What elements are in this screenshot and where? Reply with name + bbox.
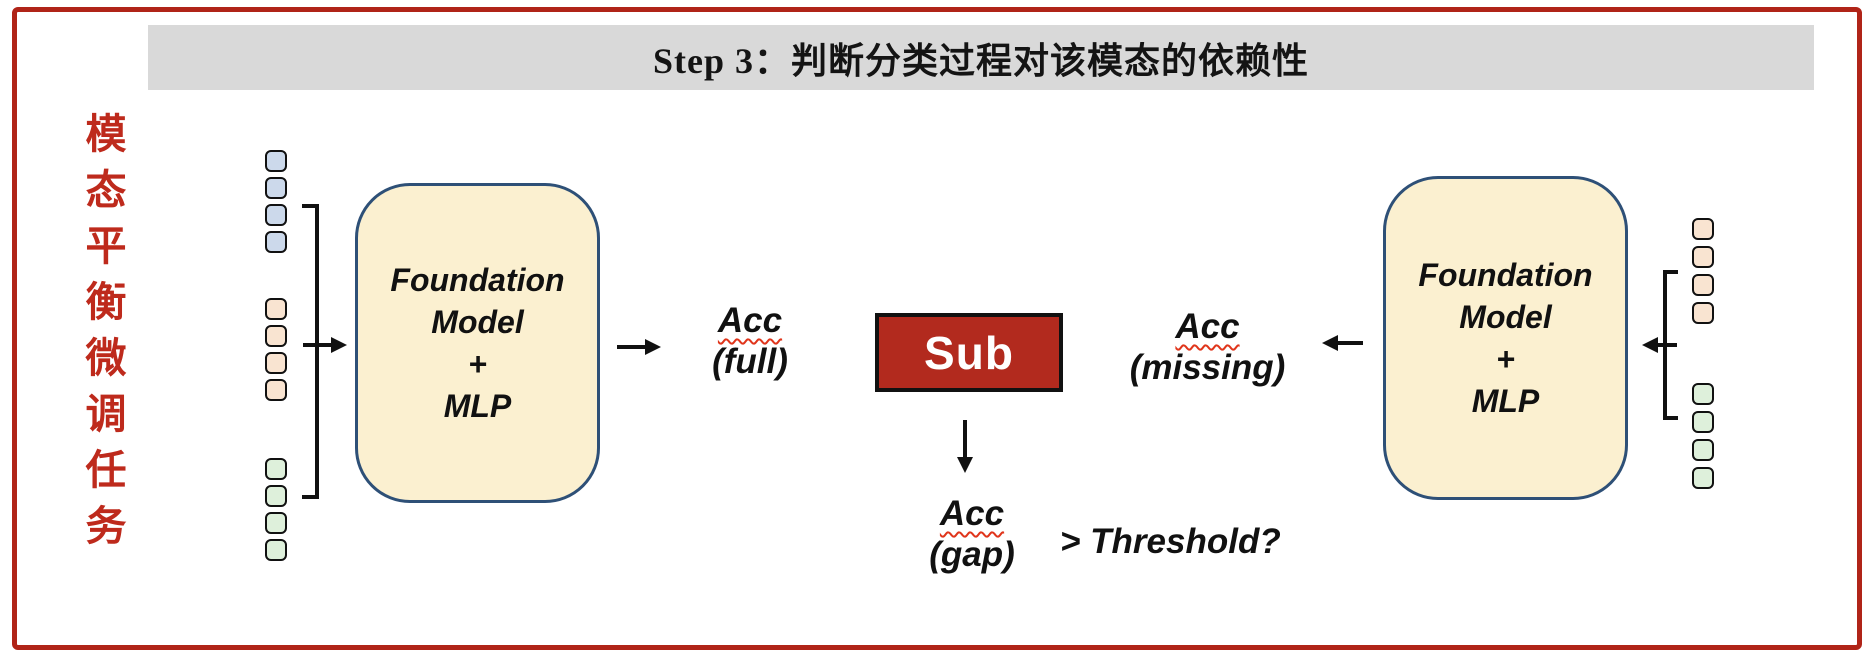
token-green	[1692, 383, 1714, 405]
model-line: Foundation	[1418, 257, 1593, 293]
model-line: Foundation	[390, 262, 565, 298]
acc-full-word: Acc	[717, 301, 783, 340]
acc-missing-word: Acc	[1175, 307, 1240, 346]
token-green	[265, 512, 287, 534]
model-line: +	[468, 346, 487, 382]
outer-frame	[12, 7, 1862, 650]
token-green	[265, 539, 287, 561]
token-blue	[265, 177, 287, 199]
model-line: MLP	[1471, 383, 1540, 419]
model-line: Model	[1459, 299, 1552, 335]
right-token-column	[1692, 218, 1714, 495]
token-peach	[265, 379, 287, 401]
token-green	[1692, 411, 1714, 433]
token-blue	[265, 150, 287, 172]
acc-gap-qualifier: (gap)	[929, 535, 1015, 574]
token-peach	[265, 298, 287, 320]
token-green	[265, 485, 287, 507]
token-green	[265, 458, 287, 480]
token-peach	[1692, 218, 1714, 240]
model-line: +	[1496, 341, 1515, 377]
foundation-model-box-left: Foundation Model + MLP	[355, 183, 600, 503]
acc-full-qualifier: (full)	[712, 342, 788, 381]
sub-box: Sub	[875, 313, 1063, 392]
model-line: Model	[431, 304, 524, 340]
model-line: MLP	[443, 388, 512, 424]
token-group-peach	[1692, 218, 1714, 330]
step-header: Step 3：判断分类过程对该模态的依赖性	[148, 25, 1814, 90]
acc-full-label: Acc (full)	[655, 300, 845, 382]
token-peach	[265, 352, 287, 374]
token-green	[1692, 467, 1714, 489]
token-green	[1692, 439, 1714, 461]
foundation-model-box-right: Foundation Model + MLP	[1383, 176, 1628, 500]
token-peach	[1692, 302, 1714, 324]
token-group-blue	[265, 150, 287, 258]
acc-gap-label: Acc (gap)	[877, 493, 1067, 575]
token-group-green	[1692, 383, 1714, 495]
threshold-label: > Threshold?	[1060, 522, 1281, 561]
token-peach	[1692, 274, 1714, 296]
acc-gap-word: Acc	[939, 494, 1005, 533]
token-group-peach	[265, 298, 287, 406]
acc-missing-label: Acc (missing)	[1105, 306, 1310, 388]
acc-missing-qualifier: (missing)	[1129, 348, 1286, 387]
task-side-label: 模态平衡微调任务	[79, 112, 125, 560]
left-token-column	[265, 150, 287, 566]
token-blue	[265, 231, 287, 253]
sub-box-label: Sub	[924, 326, 1014, 379]
token-peach	[1692, 246, 1714, 268]
token-group-green	[265, 458, 287, 566]
token-blue	[265, 204, 287, 226]
token-peach	[265, 325, 287, 347]
step-header-title: Step 3：判断分类过程对该模态的依赖性	[652, 40, 1309, 81]
